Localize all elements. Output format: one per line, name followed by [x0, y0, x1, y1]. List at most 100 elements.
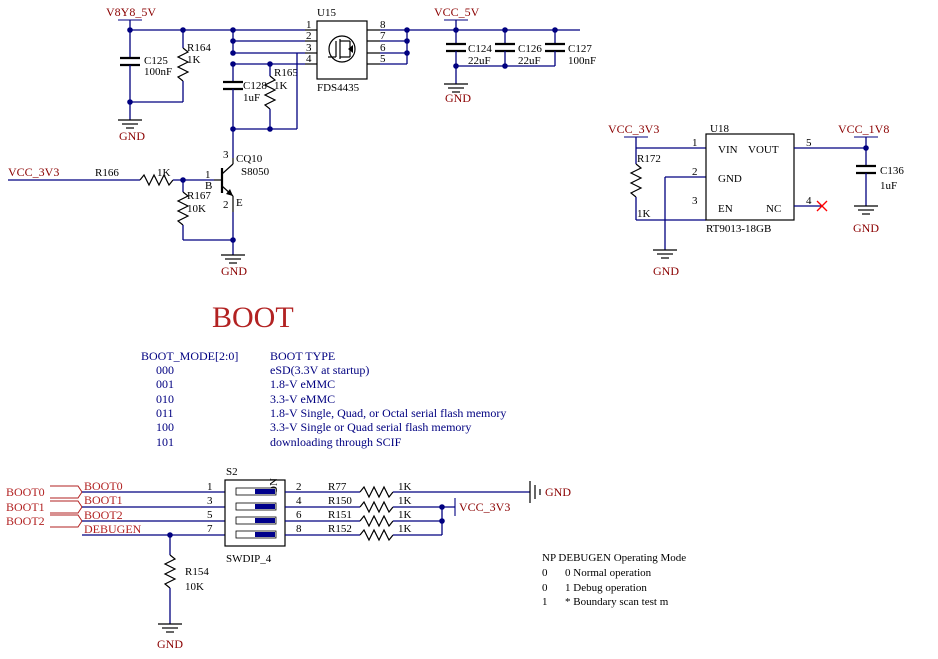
- u18-pin-gnd: GND: [718, 173, 742, 185]
- cq10-label-b: B: [205, 180, 212, 192]
- gnd-label-c124: GND: [445, 91, 471, 105]
- boot-row-mode: 101: [156, 435, 174, 449]
- s2-ref: S2: [226, 466, 238, 478]
- c127-value: 100nF: [568, 55, 596, 67]
- u18-pin-2: 2: [692, 166, 698, 178]
- u18-pin-4: 4: [806, 195, 812, 207]
- c136-value: 1uF: [880, 180, 897, 192]
- net-label-boot0: BOOT0: [84, 479, 123, 493]
- u15-pin-7: 7: [380, 30, 386, 42]
- u15-body: [316, 20, 368, 80]
- gnd-label-r154: GND: [157, 637, 183, 651]
- c125-value: 100nF: [144, 66, 172, 78]
- s2-pin-5: 5: [207, 509, 213, 521]
- c124-ref: C124: [468, 43, 492, 55]
- u15-pin-1: 1: [306, 19, 312, 31]
- debug-mode-table: NP DEBUGEN Operating Mode 0 0 Normal ope…: [542, 552, 686, 608]
- u18-pin-vin: VIN: [718, 144, 738, 156]
- c126-ref: C126: [518, 43, 542, 55]
- net-label-vcc3v3-ldo: VCC_3V3: [608, 122, 659, 136]
- gnd-label-u18: GND: [653, 264, 679, 278]
- port-boot1-label: BOOT1: [6, 500, 45, 514]
- boot-row-type: 1.8-V Single, Quad, or Octal serial flas…: [270, 406, 506, 420]
- r172-ref: R172: [637, 153, 661, 165]
- net-label-vcc3v3-boot: VCC_3V3: [459, 500, 510, 514]
- cq10-pin-b: 1: [205, 169, 211, 181]
- s2-pin-8: 8: [296, 523, 302, 535]
- r151-value: 1K: [398, 509, 412, 521]
- u15-pin-8: 8: [380, 19, 386, 31]
- u18-value: RT9013-18GB: [706, 223, 771, 235]
- net-label-boot1: BOOT1: [84, 493, 123, 507]
- boot-row-type: 1.8-V eMMC: [270, 377, 335, 391]
- port-boot0: BOOT0: [6, 485, 83, 499]
- net-label-boot2: BOOT2: [84, 508, 123, 522]
- u18-pin-3: 3: [692, 195, 698, 207]
- net-label-debugen: DEBUGEN: [84, 522, 142, 536]
- s2-pin-6: 6: [296, 509, 302, 521]
- gnd-label-right: GND: [545, 485, 571, 499]
- r167-value: 10K: [187, 203, 206, 215]
- s2-pin-4: 4: [296, 495, 302, 507]
- u18-body: [705, 133, 795, 221]
- cq10-pin-e: 2: [223, 199, 229, 211]
- r150-ref: R150: [328, 495, 352, 507]
- boot-col-mode: BOOT_MODE[2:0]: [141, 349, 238, 363]
- c125-ref: C125: [144, 55, 168, 67]
- port-boot0-label: BOOT0: [6, 485, 45, 499]
- boot-title: BOOT: [212, 301, 294, 334]
- c136-ref: C136: [880, 165, 904, 177]
- port-boot2-label: BOOT2: [6, 514, 45, 528]
- debug-table-title: NP DEBUGEN Operating Mode: [542, 552, 686, 564]
- s2-value: SWDIP_4: [226, 553, 272, 565]
- gnd-label-c136: GND: [853, 221, 879, 235]
- s2-pin-2: 2: [296, 481, 302, 493]
- c127-ref: C127: [568, 43, 592, 55]
- s2-pin-3: 3: [207, 495, 213, 507]
- r166-ref: R166: [95, 167, 119, 179]
- u18-pin-en: EN: [718, 203, 733, 215]
- r165-ref: R165: [274, 67, 298, 79]
- u15-pin-5: 5: [380, 53, 386, 65]
- r150-value: 1K: [398, 495, 412, 507]
- cq10-value: S8050: [241, 166, 270, 178]
- u18-pin-vout: VOUT: [748, 144, 779, 156]
- r77-value: 1K: [398, 481, 412, 493]
- u18-ref: U18: [710, 123, 729, 135]
- s2-pin-7: 7: [207, 523, 213, 535]
- debug-row-np: 0: [542, 567, 548, 579]
- cq10-ref: CQ10: [236, 153, 263, 165]
- pmos-symbol: [328, 35, 356, 63]
- boot-row-mode: 010: [156, 392, 174, 406]
- r77-ref: R77: [328, 481, 347, 493]
- u15-pin-4: 4: [306, 53, 312, 65]
- u15-pin-3: 3: [306, 42, 312, 54]
- r152-value: 1K: [398, 523, 412, 535]
- r164-value: 1K: [187, 54, 201, 66]
- net-label-v8y8: V8Y8_5V: [106, 5, 156, 19]
- c128-ref: C128: [243, 80, 267, 92]
- debug-row-desc: 1 Debug operation: [565, 582, 647, 594]
- u18-pin-5: 5: [806, 137, 812, 149]
- u15-ref: U15: [317, 7, 336, 19]
- c128-value: 1uF: [243, 92, 260, 104]
- r154-value: 10K: [185, 581, 204, 593]
- r151-ref: R151: [328, 509, 352, 521]
- u18-pin-nc: NC: [766, 203, 781, 215]
- r172-value: 1K: [637, 208, 651, 220]
- cq10-pin-c: 3: [223, 149, 229, 161]
- boot-row-mode: 001: [156, 377, 174, 391]
- s2-body: [224, 479, 286, 547]
- c126-value: 22uF: [518, 55, 541, 67]
- boot-row-type: 3.3-V eMMC: [270, 392, 335, 406]
- boot-row-type: 3.3-V Single or Quad serial flash memory: [270, 420, 471, 434]
- boot-row-mode: 100: [156, 420, 174, 434]
- net-label-vcc5: VCC_5V: [434, 5, 480, 19]
- boot-col-type: BOOT TYPE: [270, 349, 335, 363]
- debug-row-np: 0: [542, 582, 548, 594]
- debug-row-desc: 0 Normal operation: [565, 567, 652, 579]
- u15-pin-6: 6: [380, 42, 386, 54]
- c124-value: 22uF: [468, 55, 491, 67]
- boot-row-type: eSD(3.3V at startup): [270, 363, 369, 377]
